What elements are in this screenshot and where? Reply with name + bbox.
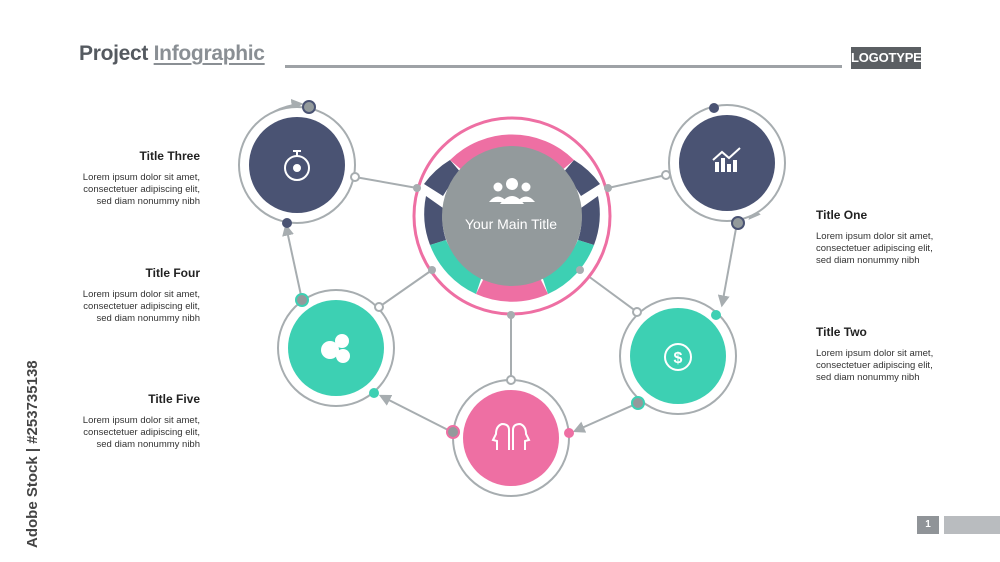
dollar-refresh-icon: $ — [664, 343, 692, 371]
logotype: LOGOTYPE — [851, 47, 922, 69]
title-two-text: Lorem ipsum dolor sit amet, consectetuer… — [816, 348, 934, 383]
connector-dots — [282, 100, 745, 439]
node-title-one — [668, 104, 786, 222]
node-title-three — [238, 106, 356, 224]
text-block-title-five: Title Five Lorem ipsum dolor sit amet, c… — [60, 393, 200, 451]
page-number: 1 — [917, 516, 939, 534]
page-title: Project Infographic — [79, 42, 265, 66]
center-node — [412, 116, 612, 316]
title-three-heading: Title Three — [139, 149, 200, 163]
two-heads-icon — [491, 422, 531, 450]
title-one-heading: Title One — [816, 208, 868, 222]
chat-bubbles-icon — [321, 334, 350, 363]
people-group-icon — [489, 178, 535, 204]
svg-text:$: $ — [674, 350, 683, 367]
title-two-heading: Title Two — [816, 325, 867, 339]
title-five-heading: Title Five — [148, 392, 200, 406]
node-title-four — [277, 289, 395, 407]
title-four-text: Lorem ipsum dolor sit amet, consectetuer… — [82, 289, 200, 324]
stopwatch-icon — [284, 150, 310, 181]
header-rule — [285, 65, 842, 68]
node-title-five — [452, 379, 570, 497]
title-one-text: Lorem ipsum dolor sit amet, consectetuer… — [816, 231, 934, 266]
page-bar — [944, 516, 1000, 534]
text-block-title-one: Title One Lorem ipsum dolor sit amet, co… — [816, 209, 966, 267]
title-three-text: Lorem ipsum dolor sit amet, consectetuer… — [82, 172, 200, 207]
center-title: Your Main Title — [464, 216, 558, 232]
title-five-text: Lorem ipsum dolor sit amet, consectetuer… — [82, 415, 200, 450]
stock-watermark-text: Adobe Stock | #253735138 — [24, 360, 41, 548]
text-block-title-three: Title Three Lorem ipsum dolor sit amet, … — [60, 150, 200, 208]
page-title-part2: Infographic — [153, 42, 265, 65]
title-four-heading: Title Four — [145, 266, 200, 280]
stock-watermark: Adobe Stock | #253735138 — [6, 330, 41, 550]
text-block-title-two: Title Two Lorem ipsum dolor sit amet, co… — [816, 326, 966, 384]
node-title-two: $ — [619, 297, 737, 415]
bar-chart-trend-icon — [712, 147, 741, 172]
text-block-title-four: Title Four Lorem ipsum dolor sit amet, c… — [60, 267, 200, 325]
page-title-part1: Project — [79, 42, 154, 65]
